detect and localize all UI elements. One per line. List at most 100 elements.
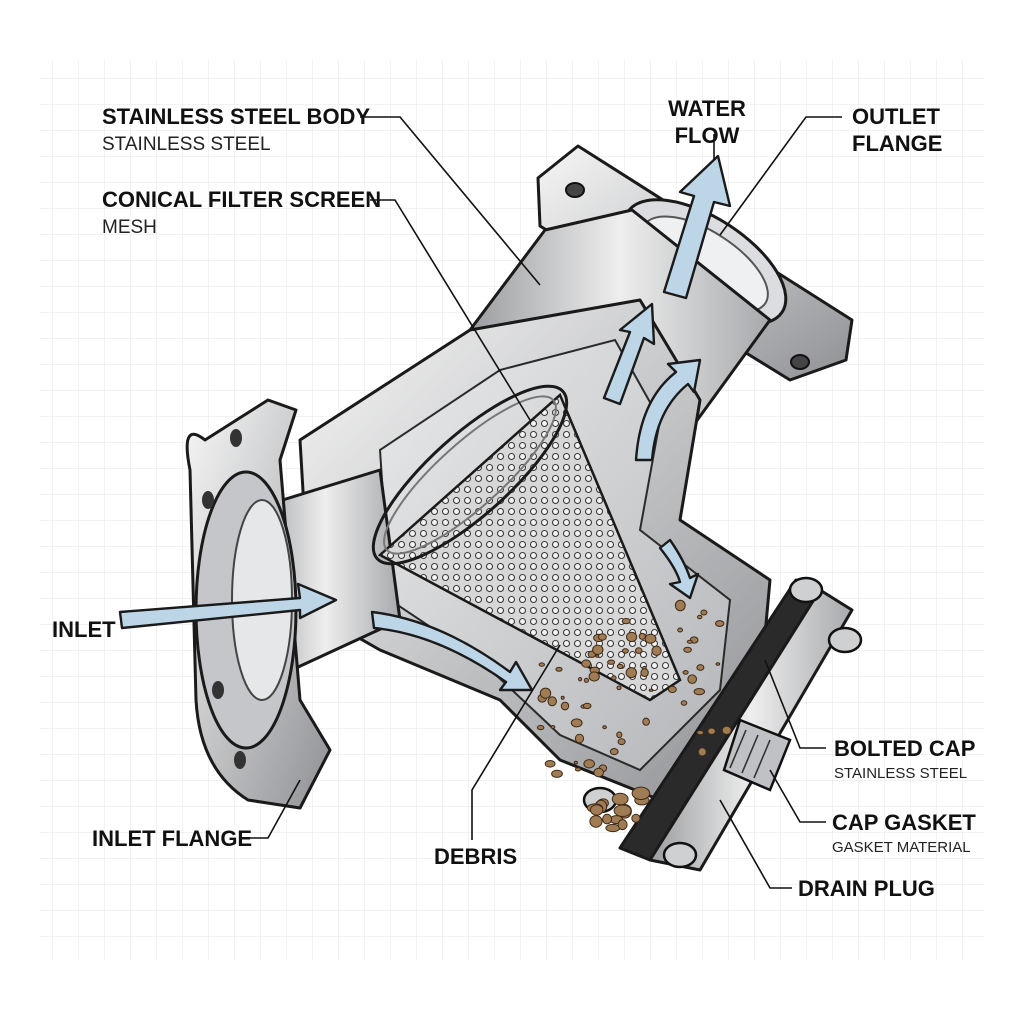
debris-particle <box>677 627 683 633</box>
debris-particle <box>700 609 708 616</box>
label-stainless-steel-body: STAINLESS STEEL BODY <box>102 104 370 129</box>
label-outlet-flange-line1: OUTLET <box>852 104 941 129</box>
debris-particle <box>578 677 583 682</box>
debris-particle <box>696 664 705 671</box>
debris-particle <box>573 760 578 765</box>
debris-particle <box>588 671 600 682</box>
debris-particle <box>560 701 570 711</box>
debris-particle <box>538 662 545 667</box>
debris-particle <box>625 667 637 679</box>
debris-particle <box>616 663 624 670</box>
debris-particle <box>582 702 592 710</box>
debris-particle <box>715 662 721 666</box>
debris-particle <box>602 725 607 730</box>
debris-particle <box>589 815 603 828</box>
debris-particle <box>583 677 590 683</box>
conical-filter-screen <box>371 384 682 702</box>
label-outlet-flange-line2: FLANGE <box>852 131 942 156</box>
debris-particle <box>609 748 619 756</box>
label-debris: DEBRIS <box>434 844 517 869</box>
debris-particle <box>547 696 557 707</box>
debris-particle <box>574 733 585 744</box>
debris-particle <box>617 819 628 831</box>
debris-particle <box>616 731 623 739</box>
debris-particle <box>597 633 607 641</box>
label-cap-gasket-material: GASKET MATERIAL <box>832 839 971 856</box>
debris-particle <box>621 618 631 625</box>
debris-particle <box>707 727 716 735</box>
debris-particle <box>617 738 626 746</box>
debris-particle <box>602 813 613 825</box>
debris-particle <box>631 813 641 823</box>
debris-particle <box>607 659 616 665</box>
label-bolted-cap-material: STAINLESS STEEL <box>834 765 967 782</box>
debris-particle <box>644 633 657 644</box>
debris-particle <box>683 646 692 653</box>
debris-particle <box>697 747 707 757</box>
debris-particle <box>648 688 654 692</box>
debris-particle <box>686 639 693 644</box>
debris-particle <box>583 759 596 769</box>
debris-particle <box>555 666 563 672</box>
label-water-flow-line2: FLOW <box>675 123 740 148</box>
debris-particle <box>668 685 677 694</box>
inlet-flange-hole <box>212 681 224 699</box>
outlet-flange-hole <box>565 182 585 198</box>
label-drain-plug: DRAIN PLUG <box>798 876 935 901</box>
outlet-flow-arrow <box>662 154 732 300</box>
debris-particle <box>551 769 563 778</box>
label-water-flow-line1: WATER <box>668 96 746 121</box>
debris-particle <box>693 688 705 696</box>
debris-particle <box>697 614 703 620</box>
debris-particle <box>674 599 686 612</box>
debris-particle <box>536 725 545 731</box>
drain-plug <box>722 718 792 792</box>
debris-particle <box>581 659 592 668</box>
label-conical-filter-screen: CONICAL FILTER SCREEN <box>102 187 381 212</box>
debris-particle <box>638 632 646 640</box>
inlet-flange-hole <box>230 429 242 447</box>
label-stainless-steel-body-material: STAINLESS STEEL <box>102 134 271 155</box>
debris-particle <box>687 674 698 685</box>
label-bolted-cap: BOLTED CAP <box>834 736 975 761</box>
debris-particle <box>622 648 629 654</box>
debris-particle <box>640 668 649 677</box>
debris-particles <box>536 599 732 833</box>
label-conical-filter-screen-material: MESH <box>102 217 157 238</box>
internal-flow-arrow <box>658 538 700 600</box>
inlet-flow-arrow <box>118 582 338 630</box>
debris-particle <box>611 675 617 681</box>
internal-flow-arrow <box>634 358 702 462</box>
debris-particle <box>721 725 732 735</box>
label-inlet: INLET <box>52 617 116 642</box>
debris-particle <box>574 767 582 772</box>
debris-particle <box>544 760 556 768</box>
debris-particle <box>642 717 650 726</box>
inlet-flange-hole <box>202 491 214 509</box>
flow-arrows <box>118 154 732 692</box>
debris-particle <box>595 654 600 658</box>
debris-particle <box>560 695 565 700</box>
debris-particle <box>715 620 725 627</box>
inlet-flange-hole <box>234 751 246 769</box>
label-inlet-flange: INLET FLANGE <box>92 826 252 851</box>
debris-particle <box>593 767 605 778</box>
debris-particle <box>635 647 643 654</box>
debris-particle <box>570 718 583 728</box>
debris-particle <box>651 645 662 656</box>
debris-particle <box>550 725 556 729</box>
debris-particle <box>631 786 651 800</box>
debris-particle <box>696 730 705 736</box>
debris-particle <box>592 644 604 655</box>
debris-particle <box>682 670 689 675</box>
debris-particle <box>613 804 632 817</box>
label-cap-gasket: CAP GASKET <box>832 810 976 835</box>
debris-particle <box>616 685 622 691</box>
cap-bolt <box>582 576 863 869</box>
leader-lines <box>246 116 842 889</box>
internal-flow-arrow <box>370 610 534 692</box>
internal-flow-arrow <box>602 302 656 406</box>
outlet-flange-hole <box>790 354 810 370</box>
debris-particle <box>626 631 638 643</box>
